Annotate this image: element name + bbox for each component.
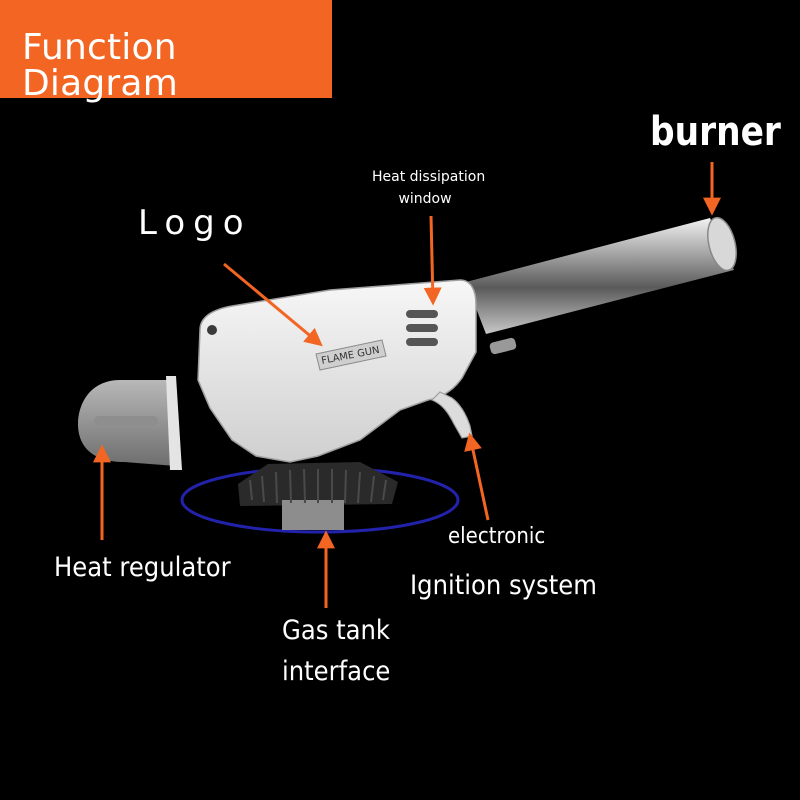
title-banner: Function Diagram	[0, 0, 332, 102]
callout-arrows	[93, 162, 721, 608]
arrow-heat-window	[423, 215, 442, 306]
burner-tube	[466, 216, 737, 355]
arrow-ignition	[464, 432, 490, 521]
label-ignition-system: Ignition system	[410, 570, 597, 601]
arrow-logo	[223, 262, 323, 347]
label-heat-window-line2: window	[398, 191, 452, 207]
label-heat-dissipation-window: Heat dissipation window	[372, 166, 486, 210]
gas-tank-interface-part	[180, 462, 460, 534]
banner-title: Function Diagram	[22, 27, 178, 104]
label-heat-regulator: Heat regulator	[54, 552, 231, 583]
label-heat-window-line1: Heat dissipation	[372, 169, 486, 185]
label-burner: burner	[650, 109, 781, 155]
label-electronic: electronic	[448, 524, 546, 549]
heat-vents	[406, 310, 438, 346]
heat-regulator-knob	[78, 376, 182, 470]
label-logo: Logo	[138, 203, 252, 243]
label-gas-tank-line2: interface	[282, 656, 391, 687]
label-gas-tank-line1: Gas tank	[282, 615, 390, 646]
gun-body: FLAME GUN	[197, 279, 477, 463]
